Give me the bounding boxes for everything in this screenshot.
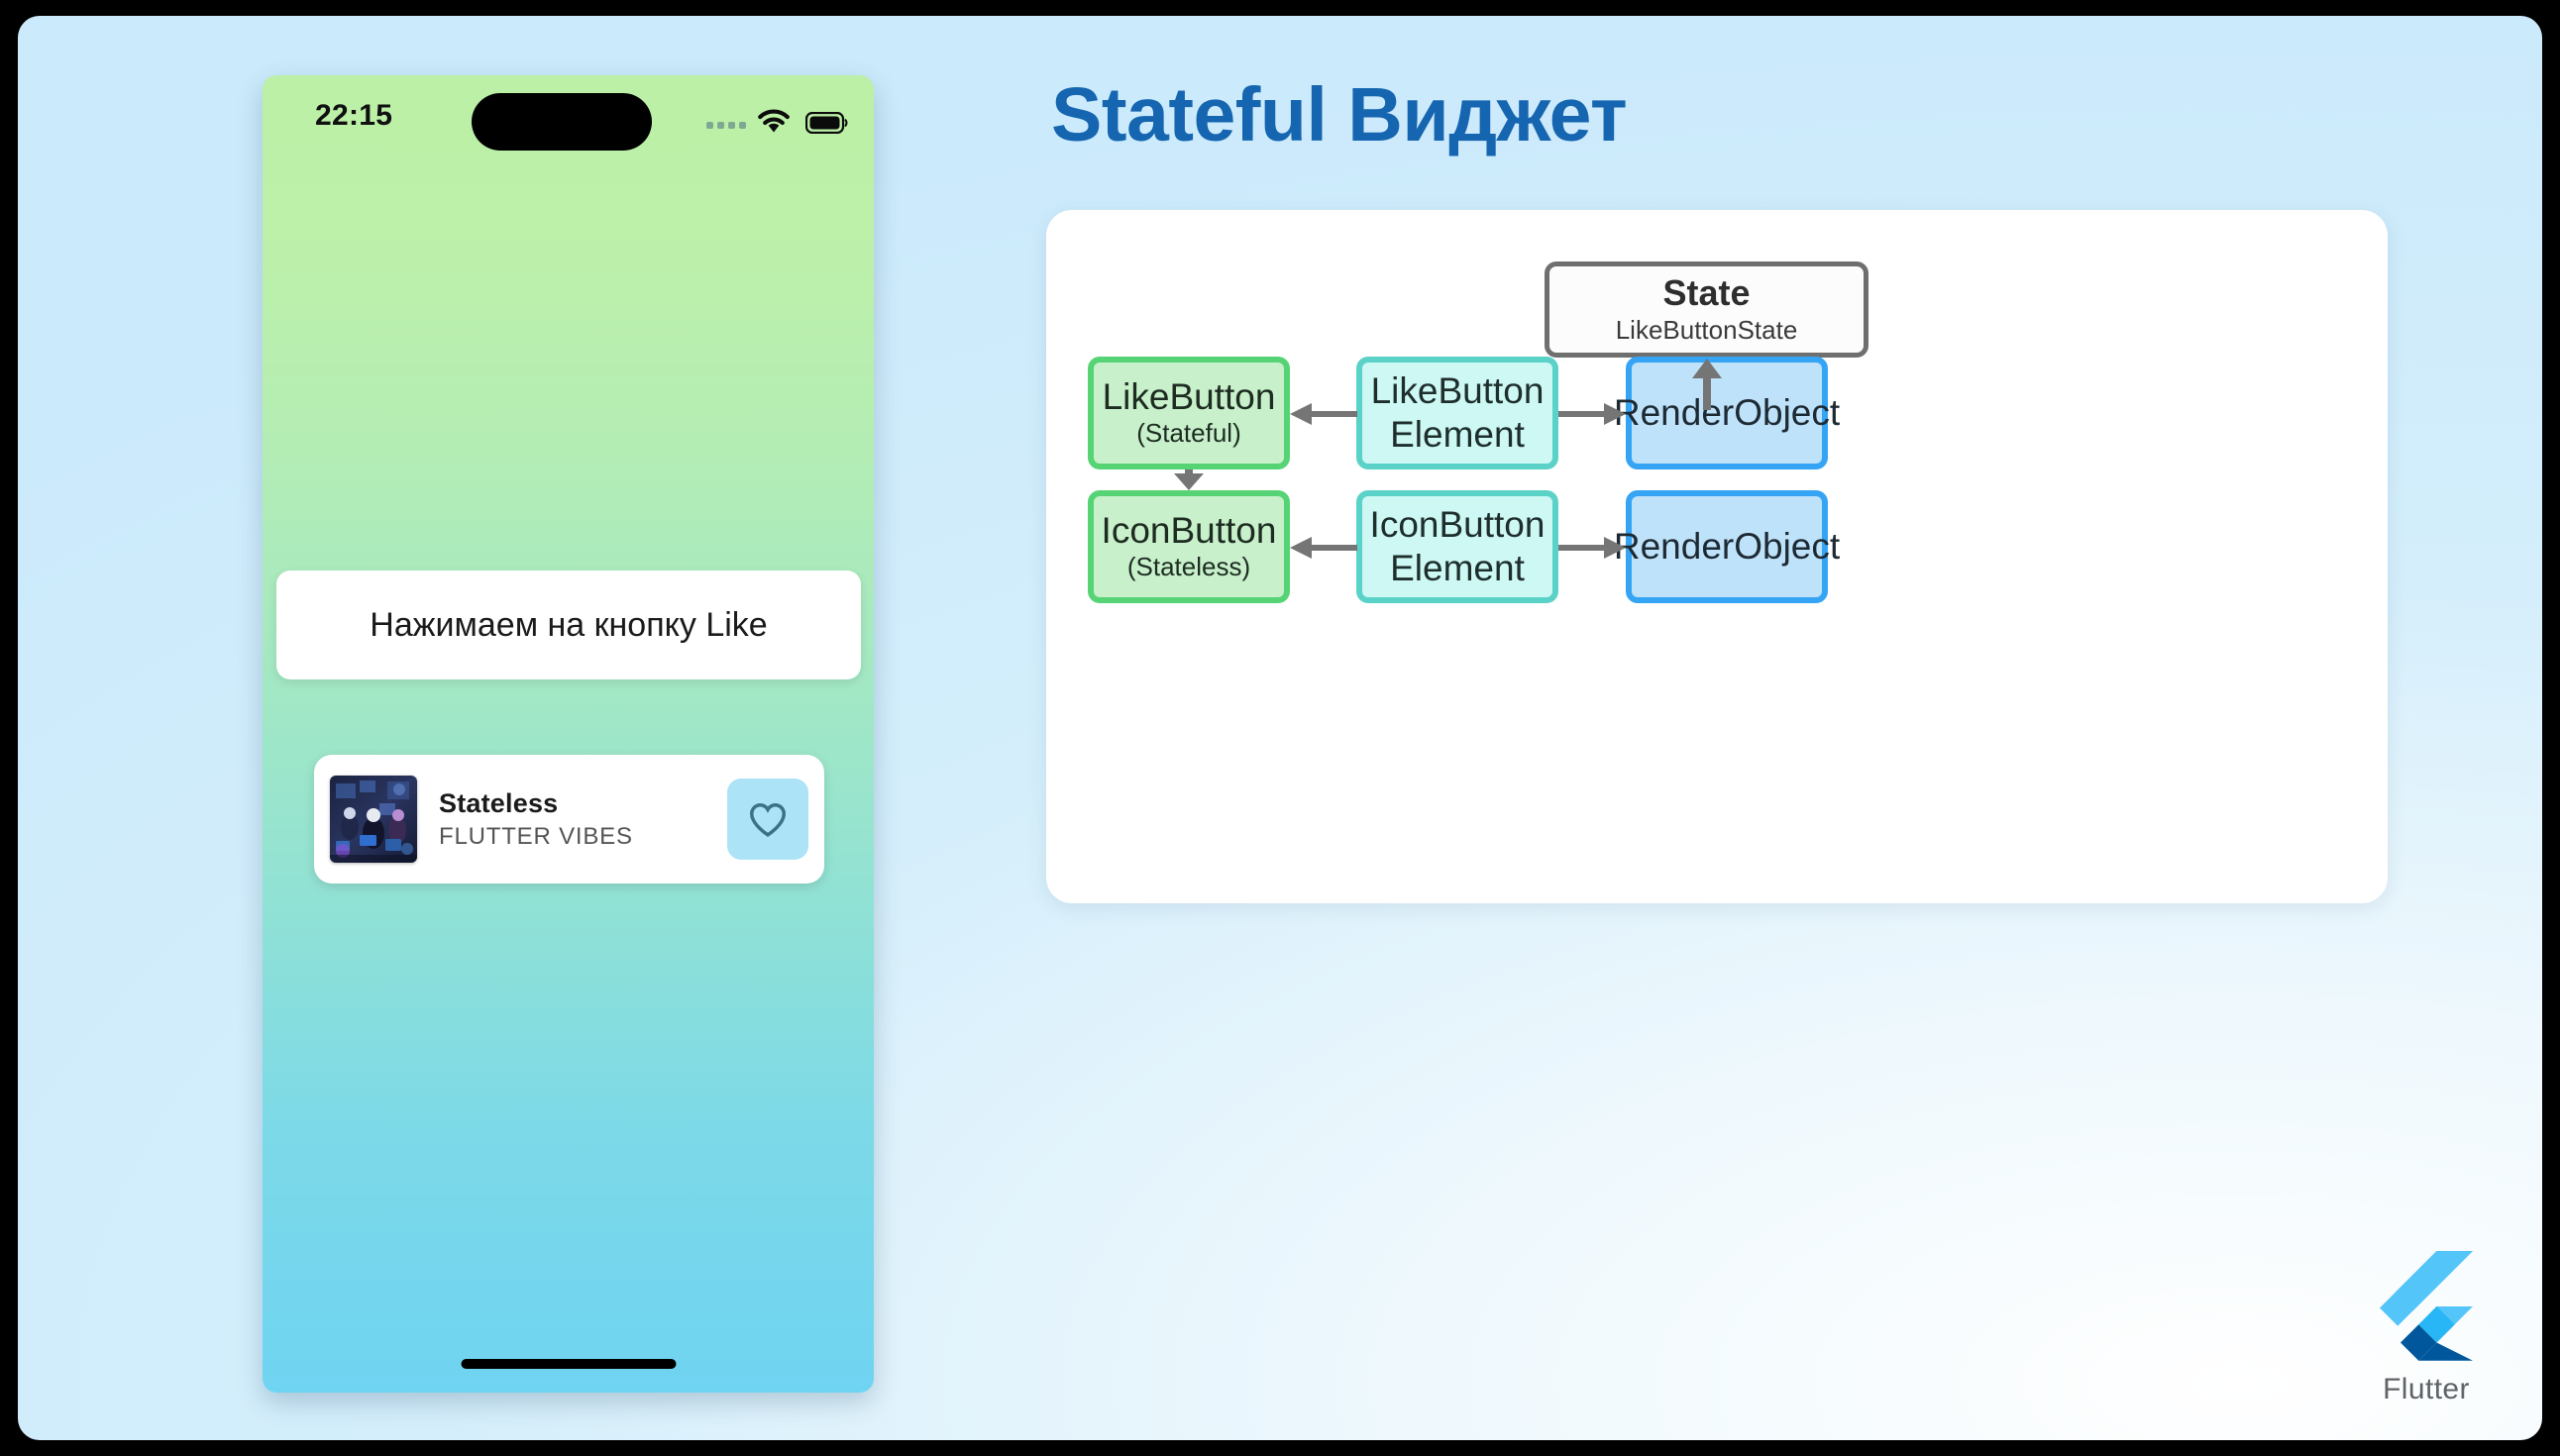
node-iconbutton-title: IconButton (1101, 509, 1277, 551)
like-button[interactable] (727, 779, 808, 860)
phone-mockup: 22:15 Нажимаем на кнопку Like (263, 75, 874, 1393)
wifi-icon (758, 109, 790, 133)
node-state: State LikeButtonState (1545, 261, 1868, 358)
arrow-iconbutton-element-to-render (1558, 537, 1626, 559)
status-message-card: Нажимаем на кнопку Like (276, 571, 861, 679)
flutter-branding: Flutter (2362, 1251, 2491, 1406)
node-likebutton-subtitle: (Stateful) (1136, 418, 1241, 449)
arrow-likebutton-to-iconbutton (1174, 469, 1204, 490)
signal-dots-icon (706, 122, 746, 129)
node-state-subtitle: LikeButtonState (1615, 314, 1798, 345)
node-renderobject-bottom: RenderObject (1614, 490, 1840, 603)
page-title: Stateful Виджет (1051, 72, 1628, 157)
album-art (330, 776, 417, 863)
song-artist: FLUTTER VIBES (439, 822, 633, 850)
song-title: Stateless (439, 787, 559, 818)
node-iconbutton-element-line2: Element (1390, 548, 1525, 588)
flutter-wordmark: Flutter (2383, 1373, 2470, 1405)
dynamic-island (472, 93, 652, 151)
node-renderobject-top-title: RenderObject (1613, 391, 1841, 433)
node-likebutton: LikeButton (Stateful) (1088, 357, 1290, 469)
diagram-panel: State LikeButtonState LikeButton (Statef… (1046, 210, 2388, 903)
flutter-logo-icon (2380, 1251, 2473, 1361)
battery-icon (805, 112, 848, 134)
arrow-element-to-state-icon (1692, 359, 1722, 410)
node-likebutton-title: LikeButton (1102, 375, 1276, 417)
arrow-likebutton-element-to-widget (1290, 403, 1357, 425)
node-likebutton-element: LikeButton Element (1356, 357, 1558, 469)
node-likebutton-element-line2: Element (1390, 414, 1525, 455)
node-iconbutton-subtitle: (Stateless) (1126, 552, 1251, 582)
node-iconbutton: IconButton (Stateless) (1088, 490, 1290, 603)
slide-canvas: 22:15 Нажимаем на кнопку Like (18, 16, 2542, 1440)
song-meta: Stateless FLUTTER VIBES (439, 788, 727, 851)
phone-status-bar: 22:15 (263, 75, 874, 166)
status-time: 22:15 (315, 99, 393, 132)
home-indicator (461, 1359, 676, 1369)
arrow-iconbutton-element-to-widget (1290, 537, 1357, 559)
node-renderobject-top: RenderObject (1614, 357, 1840, 469)
node-likebutton-element-line1: LikeButton (1370, 370, 1545, 412)
node-state-title: State (1662, 272, 1751, 314)
status-message-text: Нажимаем на кнопку Like (370, 605, 768, 644)
node-iconbutton-element-line1: IconButton (1369, 504, 1546, 546)
song-card[interactable]: Stateless FLUTTER VIBES (314, 755, 824, 884)
node-iconbutton-element: IconButton Element (1356, 490, 1558, 603)
arrow-likebutton-element-to-render (1558, 403, 1626, 425)
node-renderobject-bottom-title: RenderObject (1613, 525, 1841, 567)
heart-outline-icon (750, 803, 786, 837)
